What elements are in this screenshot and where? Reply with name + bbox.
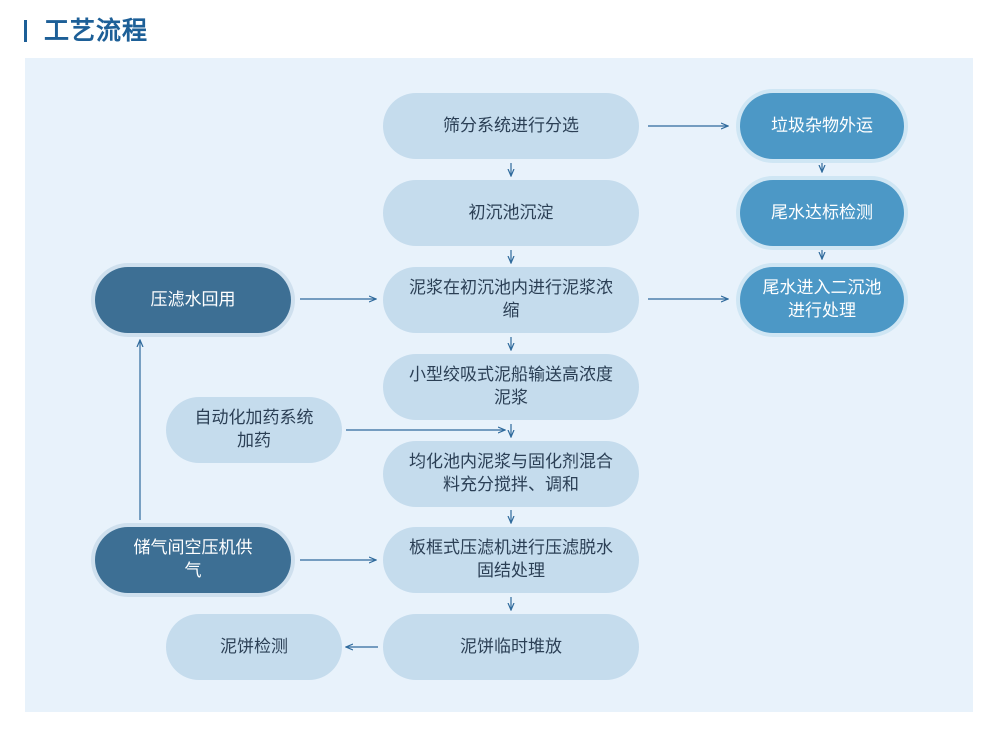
node-press-label: 板框式压滤机进行压滤脱水固结处理 (409, 538, 613, 581)
node-secondary-label: 尾水进入二沉池进行处理 (762, 278, 882, 321)
node-dredging: 小型绞吸式泥船输送高浓度泥浆 (383, 354, 639, 420)
node-mixing: 均化池内泥浆与固化剂混合料充分搅拌、调和 (383, 441, 639, 507)
page-title: 工艺流程 (44, 16, 149, 45)
node-cake-test: 泥饼检测 (166, 614, 342, 680)
node-secondary: 尾水进入二沉池进行处理 (740, 267, 904, 333)
node-dredging-label: 小型绞吸式泥船输送高浓度泥浆 (409, 365, 613, 408)
node-press: 板框式压滤机进行压滤脱水固结处理 (383, 527, 639, 593)
node-air-supply-label: 储气间空压机供气 (133, 538, 253, 581)
node-screening: 筛分系统进行分选 (383, 93, 639, 159)
node-tailwater-test: 尾水达标检测 (740, 180, 904, 246)
node-garbage: 垃圾杂物外运 (740, 93, 904, 159)
node-filtrate-reuse-label: 压滤水回用 (150, 289, 236, 310)
node-air-supply: 储气间空压机供气 (95, 527, 291, 593)
node-thickening-label: 泥浆在初沉池内进行泥浆浓缩 (409, 278, 613, 321)
node-mixing-label: 均化池内泥浆与固化剂混合料充分搅拌、调和 (409, 452, 613, 495)
node-tailwater-test-label: 尾水达标检测 (771, 202, 873, 223)
node-stacking-label: 泥饼临时堆放 (460, 636, 562, 657)
node-cake-test-label: 泥饼检测 (220, 636, 288, 657)
node-garbage-label: 垃圾杂物外运 (771, 115, 873, 136)
node-screening-label: 筛分系统进行分选 (443, 115, 579, 136)
node-filtrate-reuse: 压滤水回用 (95, 267, 291, 333)
header-accent-bar (24, 20, 27, 42)
node-thickening: 泥浆在初沉池内进行泥浆浓缩 (383, 267, 639, 333)
node-dosing: 自动化加药系统加药 (166, 397, 342, 463)
node-primary-settling: 初沉池沉淀 (383, 180, 639, 246)
node-primary-settling-label: 初沉池沉淀 (468, 202, 554, 223)
node-stacking: 泥饼临时堆放 (383, 614, 639, 680)
node-dosing-label: 自动化加药系统加药 (194, 408, 314, 451)
